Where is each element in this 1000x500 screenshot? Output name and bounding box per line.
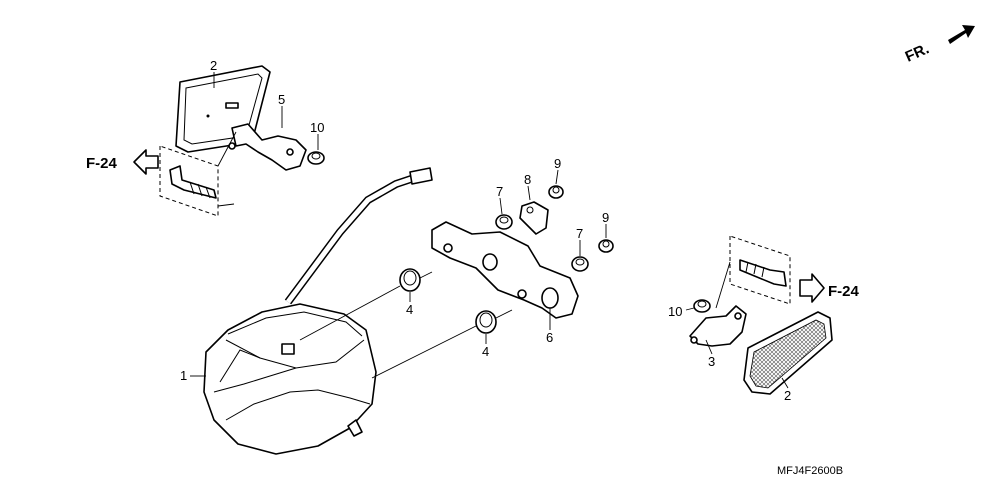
left-flange-nut: [307, 151, 325, 165]
right-reflector: [743, 311, 833, 395]
callout-4-lower: 4: [482, 344, 489, 359]
tail-light-unit: [203, 167, 433, 455]
right-ref-label: F-24: [828, 283, 860, 300]
left-ref-arrow: [133, 149, 159, 175]
callout-9-upper: 9: [554, 156, 561, 171]
callout-2-left: 2: [210, 58, 217, 73]
right-bolt-group: [715, 235, 791, 309]
callout-10-right: 10: [668, 304, 682, 319]
front-direction-label: FR.: [903, 40, 932, 65]
right-ref-arrow: [799, 273, 825, 303]
collar-upper: [495, 214, 513, 230]
right-reflector-bracket: [689, 305, 747, 347]
grommet-lower: [371, 309, 513, 379]
callout-7-lower: 7: [576, 226, 583, 241]
left-reflector-bracket: [228, 123, 307, 171]
diagram-code: MFJ4F2600B: [777, 465, 843, 477]
nut-upper: [548, 185, 564, 199]
callout-9-lower: 9: [602, 210, 609, 225]
callout-6: 6: [546, 330, 553, 345]
front-direction-arrow: [948, 25, 975, 44]
left-bolt-group: [159, 131, 237, 217]
callout-1: 1: [180, 368, 187, 383]
callout-10-left: 10: [310, 120, 324, 135]
right-flange-nut: [693, 299, 711, 313]
nut-lower: [598, 239, 614, 253]
callout-5: 5: [278, 92, 285, 107]
collar-lower: [571, 256, 589, 272]
callout-2-right: 2: [784, 388, 791, 403]
wire-clip: [519, 201, 549, 235]
callout-7-upper: 7: [496, 184, 503, 199]
grommet-upper: [299, 268, 433, 341]
callout-8: 8: [524, 172, 531, 187]
left-ref-label: F-24: [86, 155, 118, 172]
callout-4-upper: 4: [406, 302, 413, 317]
callout-3: 3: [708, 354, 715, 369]
tail-light-stay: [431, 221, 579, 319]
